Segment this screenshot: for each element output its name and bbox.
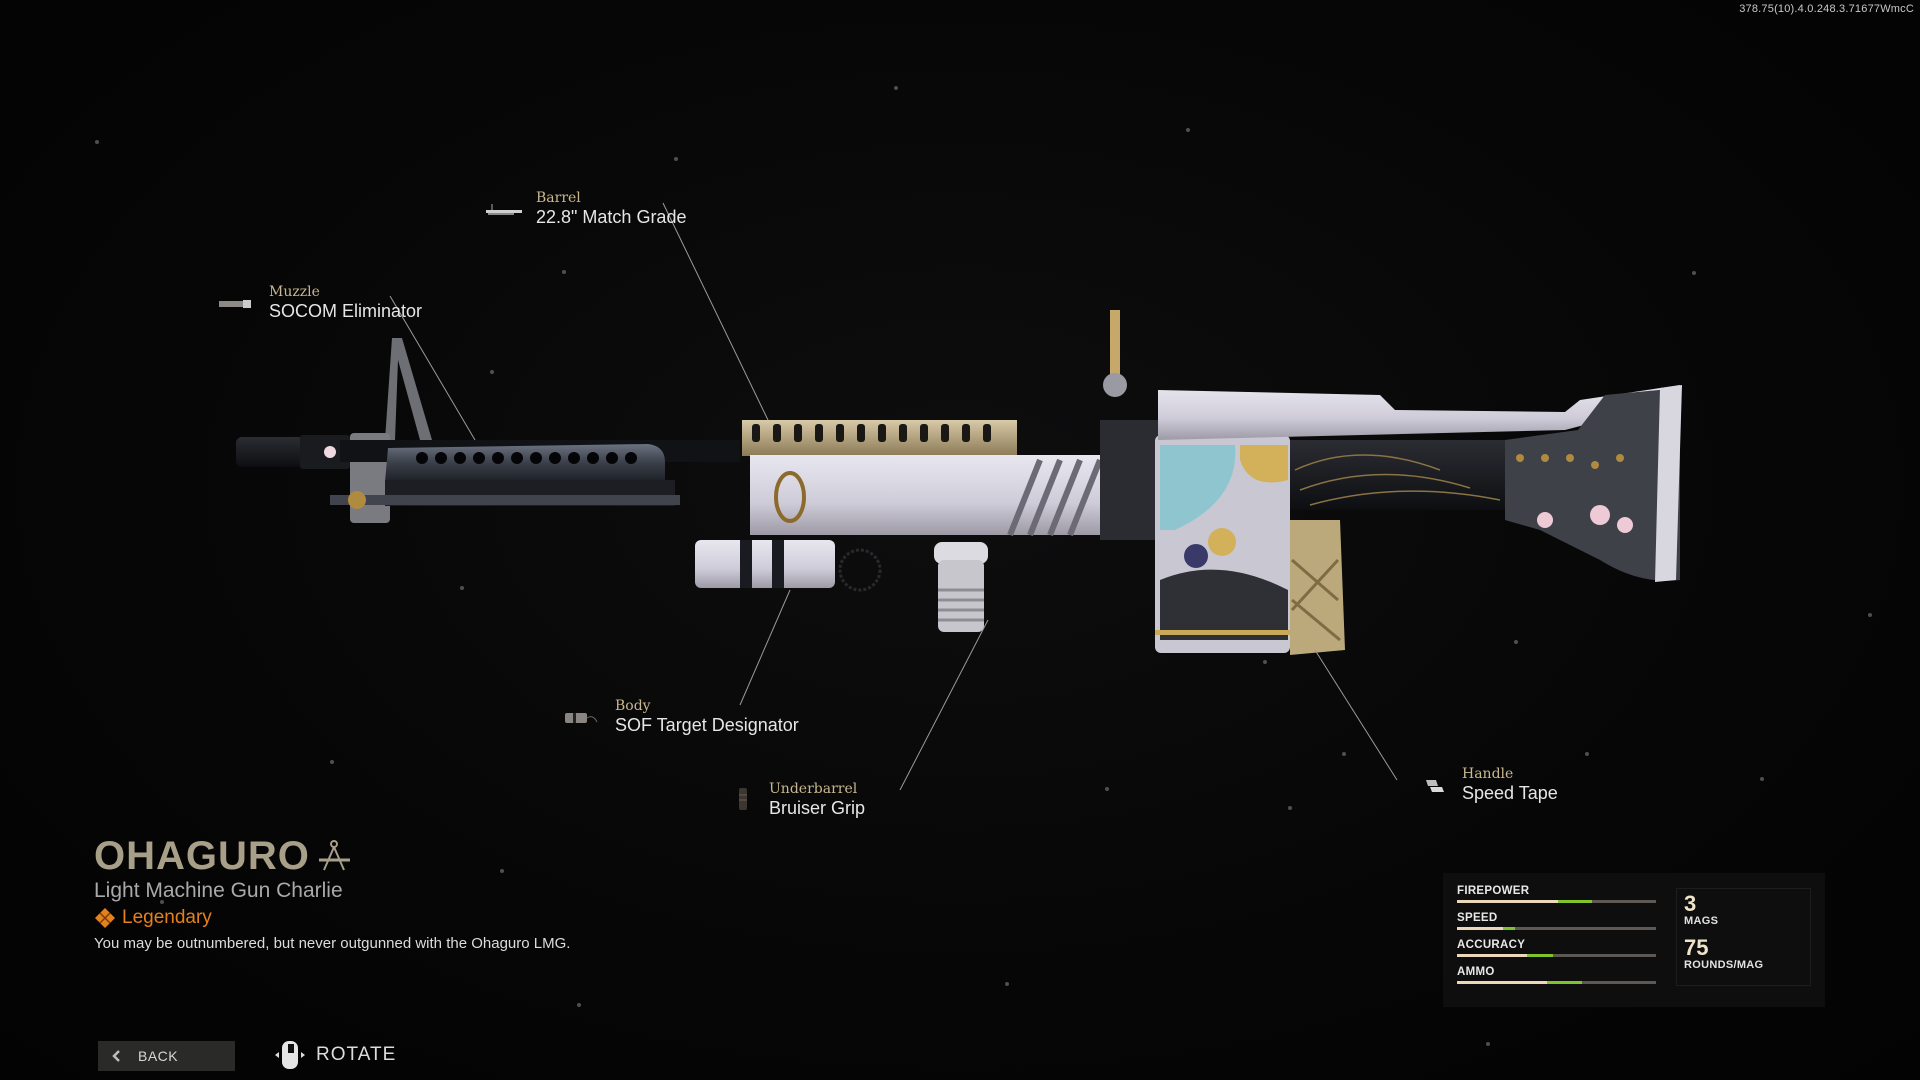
legendary-diamond-icon	[95, 908, 115, 928]
stat-bonus-fill	[1502, 927, 1515, 930]
leader-line-barrel	[662, 202, 769, 421]
dust-particle	[460, 586, 464, 590]
attachment-slot: Barrel	[536, 190, 581, 206]
dust-particle	[1514, 640, 1518, 644]
grip-icon	[739, 788, 747, 810]
stat-ammo: AMMO	[1457, 966, 1656, 984]
stat-bar	[1457, 954, 1656, 957]
weapon-receiver	[742, 310, 1160, 540]
rotate-label: ROTATE	[316, 1044, 397, 1065]
weapon-handguard	[330, 440, 740, 509]
dust-particle	[894, 86, 898, 90]
rounds-label: ROUNDS/MAG	[1684, 959, 1764, 971]
stat-label: FIREPOWER	[1457, 885, 1530, 897]
mouse-icon	[275, 1041, 305, 1069]
dust-particle	[160, 900, 164, 904]
ammo-summary: 3 MAGS 75 ROUNDS/MAG	[1676, 888, 1811, 986]
dust-particle	[674, 157, 678, 161]
stat-firepower: FIREPOWER	[1457, 885, 1656, 903]
stat-speed: SPEED	[1457, 912, 1656, 930]
barrel-icon	[486, 204, 522, 215]
weapon-laser	[695, 540, 882, 592]
attachment-name: Bruiser Grip	[769, 798, 866, 818]
attachment-muzzle[interactable]: Muzzle SOCOM Eliminator	[217, 284, 422, 322]
blueprint-compass-icon	[318, 840, 350, 871]
leader-line-underbarrel	[899, 619, 989, 791]
attachment-name: 22.8" Match Grade	[536, 207, 687, 227]
dust-particle	[1868, 613, 1872, 617]
attachment-name: Speed Tape	[1462, 783, 1558, 803]
rarity-badge: Legendary	[94, 907, 634, 929]
weapon-type: Light Machine Gun Charlie	[94, 879, 343, 902]
stat-bar	[1457, 927, 1656, 930]
stats-panel: FIREPOWER SPEED ACCURACY AMMO 3 MAGS 75 …	[1443, 873, 1825, 1007]
stat-base-fill	[1457, 900, 1559, 903]
stat-bar	[1457, 981, 1656, 984]
weapon-ammo-box	[1155, 435, 1345, 655]
stat-label: AMMO	[1457, 966, 1495, 978]
stat-label: SPEED	[1457, 912, 1498, 924]
stat-base-fill	[1457, 981, 1547, 984]
weapon-description: You may be outnumbered, but never outgun…	[94, 935, 571, 952]
weapon-grip	[934, 542, 988, 632]
back-label: BACK	[138, 1048, 179, 1064]
leader-line-handle	[1314, 649, 1398, 781]
dust-particle	[500, 869, 504, 873]
tape-icon	[1426, 780, 1444, 792]
weapon-info: OHAGURO Light Machine Gun Charlie Legend…	[94, 835, 634, 952]
attachment-handle[interactable]: Handle Speed Tape	[1422, 766, 1558, 804]
dust-particle	[562, 270, 566, 274]
leader-line-body	[739, 589, 791, 706]
attachment-slot: Body	[615, 698, 651, 714]
stat-bonus-fill	[1526, 954, 1553, 957]
dust-particle	[577, 1003, 581, 1007]
attachment-name: SOCOM Eliminator	[269, 301, 423, 321]
rotate-hint: ROTATE	[272, 1037, 396, 1073]
dust-particle	[1288, 806, 1292, 810]
rounds-value: 75	[1684, 935, 1709, 960]
stat-base-fill	[1457, 954, 1527, 957]
stat-bar	[1457, 900, 1656, 903]
leader-line-muzzle	[389, 295, 476, 441]
stat-accuracy: ACCURACY	[1457, 939, 1656, 957]
mags-value: 3	[1684, 891, 1697, 916]
chevron-left-icon	[112, 1050, 120, 1062]
attachment-slot: Handle	[1462, 766, 1514, 782]
stat-label: ACCURACY	[1457, 939, 1526, 951]
dust-particle	[1760, 777, 1764, 781]
dust-particle	[1263, 660, 1267, 664]
attachment-underbarrel[interactable]: Underbarrel Bruiser Grip	[733, 781, 865, 819]
back-button[interactable]: BACK	[98, 1041, 235, 1071]
dust-particle	[490, 370, 494, 374]
attachment-barrel[interactable]: Barrel 22.8" Match Grade	[484, 190, 686, 228]
attachment-body[interactable]: Body SOF Target Designator	[563, 698, 799, 736]
dust-particle	[1105, 787, 1109, 791]
mags-label: MAGS	[1684, 915, 1719, 927]
laser-icon	[565, 713, 598, 723]
stat-base-fill	[1457, 927, 1503, 930]
stat-bonus-fill	[1558, 900, 1593, 903]
weapon-stock	[1158, 385, 1682, 582]
dust-particle	[1005, 982, 1009, 986]
dust-particle	[330, 760, 334, 764]
dust-particle	[95, 140, 99, 144]
weapon-muzzle	[236, 435, 350, 469]
dust-particle	[1186, 128, 1190, 132]
weapon-name: OHAGURO	[94, 834, 310, 878]
muzzle-icon	[219, 300, 251, 308]
dust-particle	[1486, 1042, 1490, 1046]
attachment-name: SOF Target Designator	[615, 715, 799, 735]
attachment-slot: Underbarrel	[769, 781, 858, 797]
dust-particle	[1692, 271, 1696, 275]
dust-particle	[1342, 752, 1346, 756]
build-id: 378.75(10).4.0.248.3.71677WmcC	[1739, 3, 1914, 15]
dust-particle	[1585, 752, 1589, 756]
rarity-label: Legendary	[122, 907, 212, 928]
attachment-slot: Muzzle	[269, 284, 320, 300]
stat-bonus-fill	[1546, 981, 1583, 984]
